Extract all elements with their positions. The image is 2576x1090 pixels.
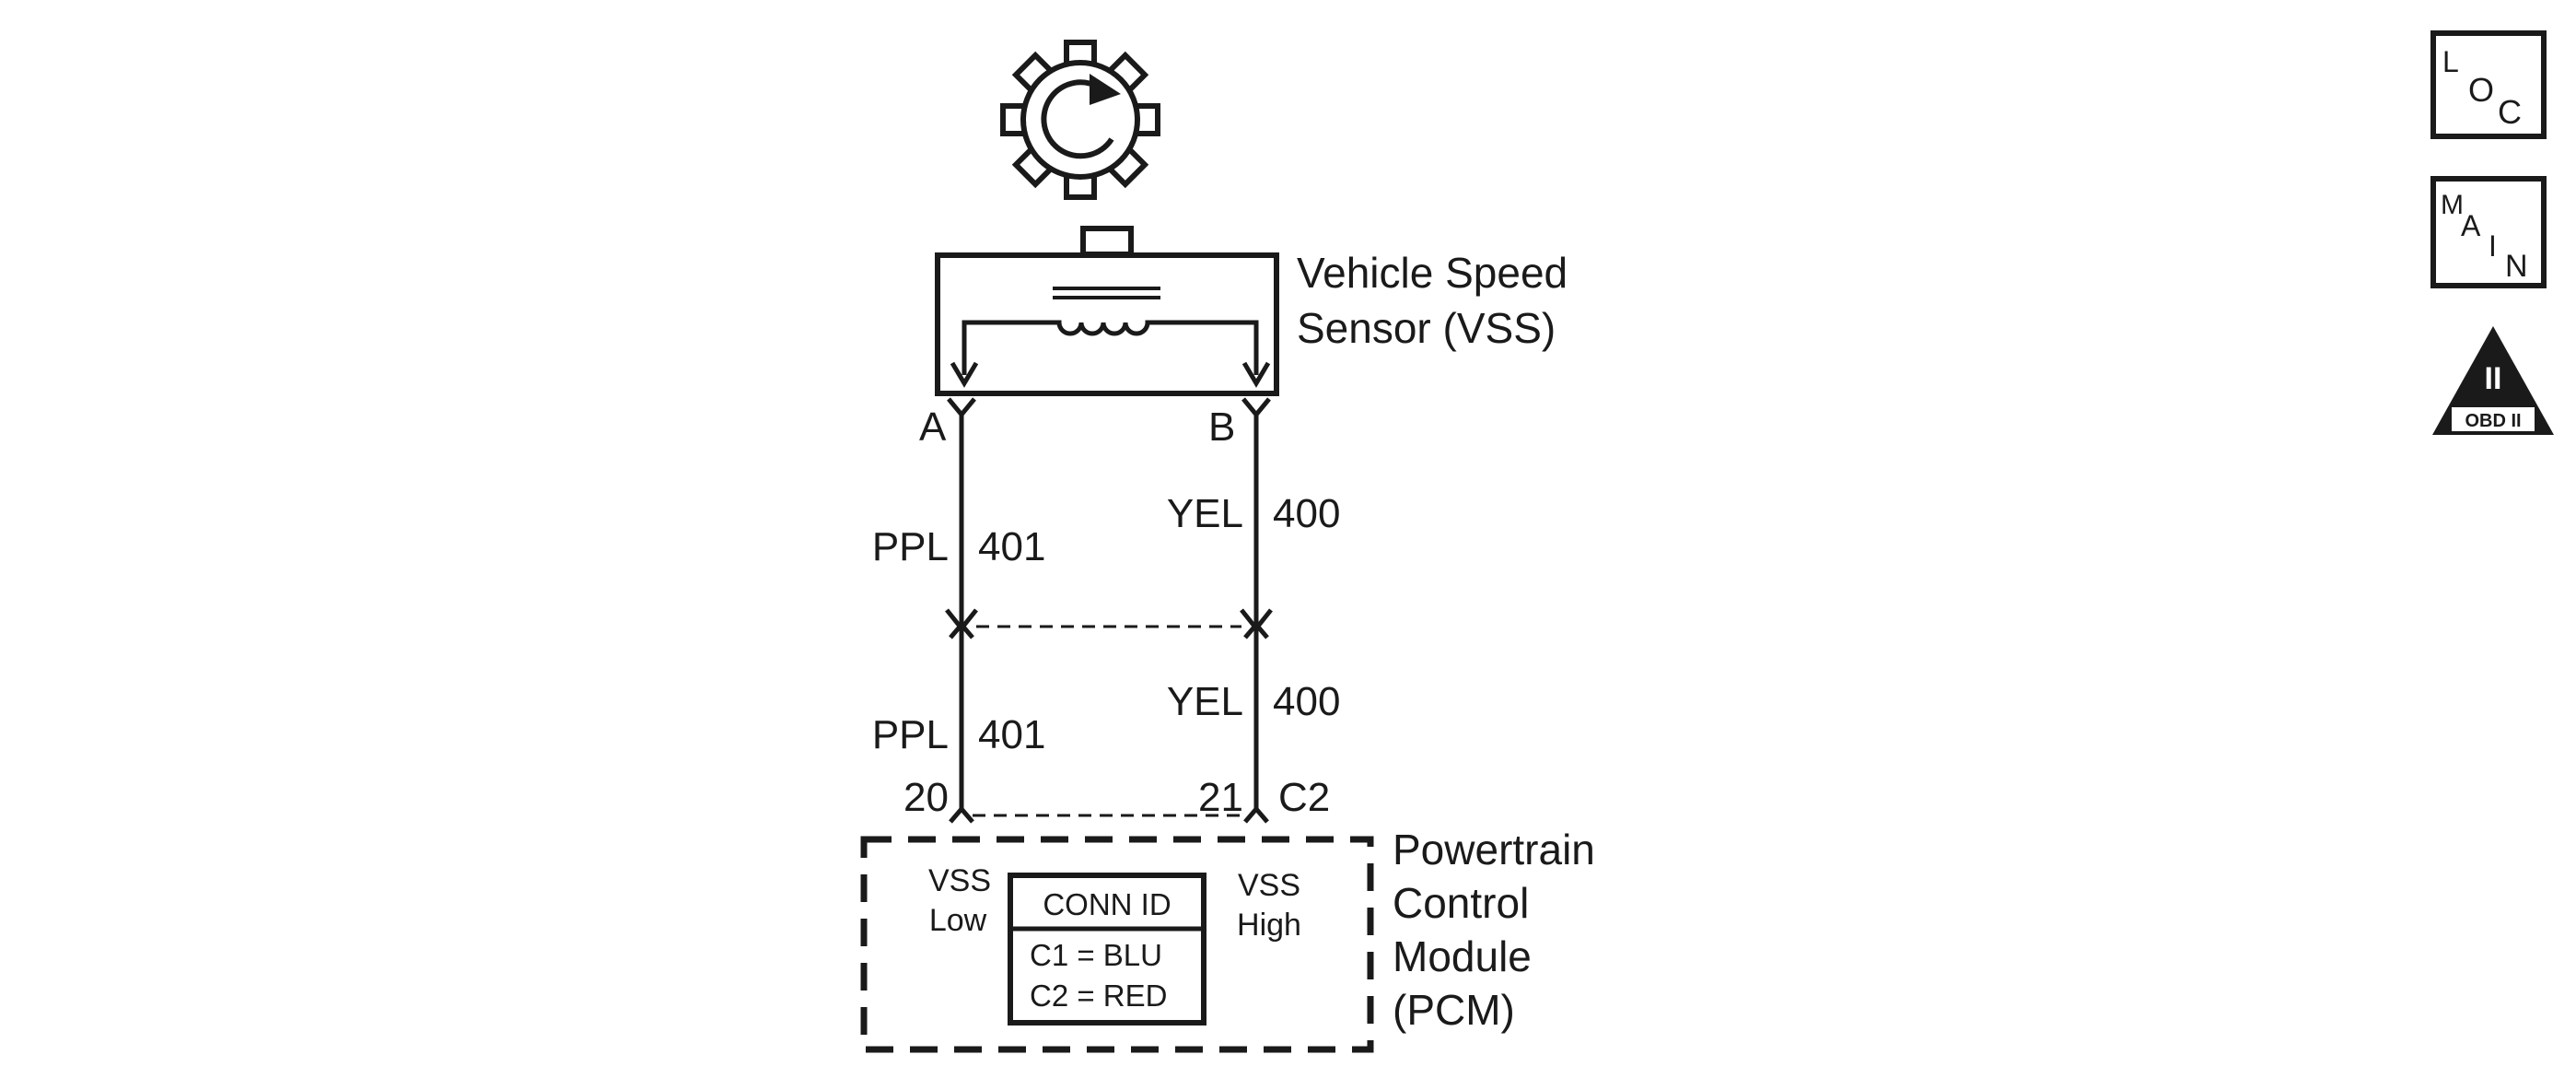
pcm-label-line1: Powertrain	[1393, 826, 1595, 873]
pcm-box	[860, 836, 1374, 1053]
conn-id-row-c2: C2 = RED	[1030, 979, 1167, 1013]
sensor-tab	[1080, 226, 1134, 257]
vss-high-line1: VSS	[1238, 868, 1300, 903]
reluctor-gear-icon	[1000, 40, 1160, 200]
obd-icon-numeral: II	[2485, 361, 2502, 396]
vss-high-line2: High	[1237, 908, 1301, 943]
pcm-pin-20: 20	[903, 775, 949, 820]
loc-icon-letter-o: O	[2468, 71, 2494, 109]
main-icon-letter-i: I	[2489, 229, 2497, 263]
pcm-label-line2: Control	[1393, 879, 1529, 927]
sensor-pin-a: A	[919, 404, 947, 450]
sensor-pin-a-terminal	[947, 397, 976, 418]
wire-right-upper-color: YEL	[1167, 491, 1243, 536]
vss-low-line2: Low	[929, 903, 987, 938]
main-icon[interactable]: M A I N	[2430, 176, 2547, 288]
wire-left-upper-color: PPL	[872, 524, 949, 569]
sensor-coil-icon	[950, 287, 1271, 388]
wire-right-upper-circuit: 400	[1273, 491, 1340, 536]
wire-left-upper-circuit: 401	[978, 524, 1045, 569]
loc-icon[interactable]: L O C	[2430, 30, 2547, 139]
main-icon-letter-a: A	[2461, 209, 2481, 242]
main-icon-letter-m: M	[2441, 190, 2464, 220]
inline-connector	[945, 608, 1273, 639]
pcm-pin-21: 21	[1198, 775, 1243, 820]
wire-right-lower-color: YEL	[1167, 679, 1243, 724]
conn-id-table: CONN ID C1 = BLU C2 = RED	[1008, 873, 1206, 1026]
vss-low-line1: VSS	[928, 863, 991, 898]
wire-left-lower-circuit: 401	[978, 712, 1045, 757]
pcm-connector-label: C2	[1278, 775, 1330, 820]
wire-left-lower-color: PPL	[872, 712, 949, 757]
loc-icon-letter-c: C	[2498, 93, 2522, 131]
wire-right-lower-circuit: 400	[1273, 679, 1340, 724]
obd-icon-label: OBD II	[2465, 411, 2521, 431]
sensor-label-line2: Sensor (VSS)	[1297, 304, 1556, 352]
pcm-label-line3: Module	[1393, 932, 1532, 980]
loc-icon-letter-l: L	[2442, 45, 2459, 78]
sensor-pin-b: B	[1208, 404, 1235, 450]
obd-ii-icon[interactable]: II OBD II	[2432, 326, 2554, 435]
pcm-connector-c2	[949, 805, 1269, 824]
sensor-label-line1: Vehicle Speed	[1297, 249, 1568, 297]
pcm-label-line4: (PCM)	[1393, 986, 1515, 1034]
vss-sensor-body	[935, 252, 1279, 396]
sensor-pin-b-terminal	[1241, 397, 1271, 418]
main-icon-letter-n: N	[2505, 249, 2528, 284]
conn-id-header: CONN ID	[1043, 887, 1171, 921]
conn-id-row-c1: C1 = BLU	[1030, 938, 1162, 972]
